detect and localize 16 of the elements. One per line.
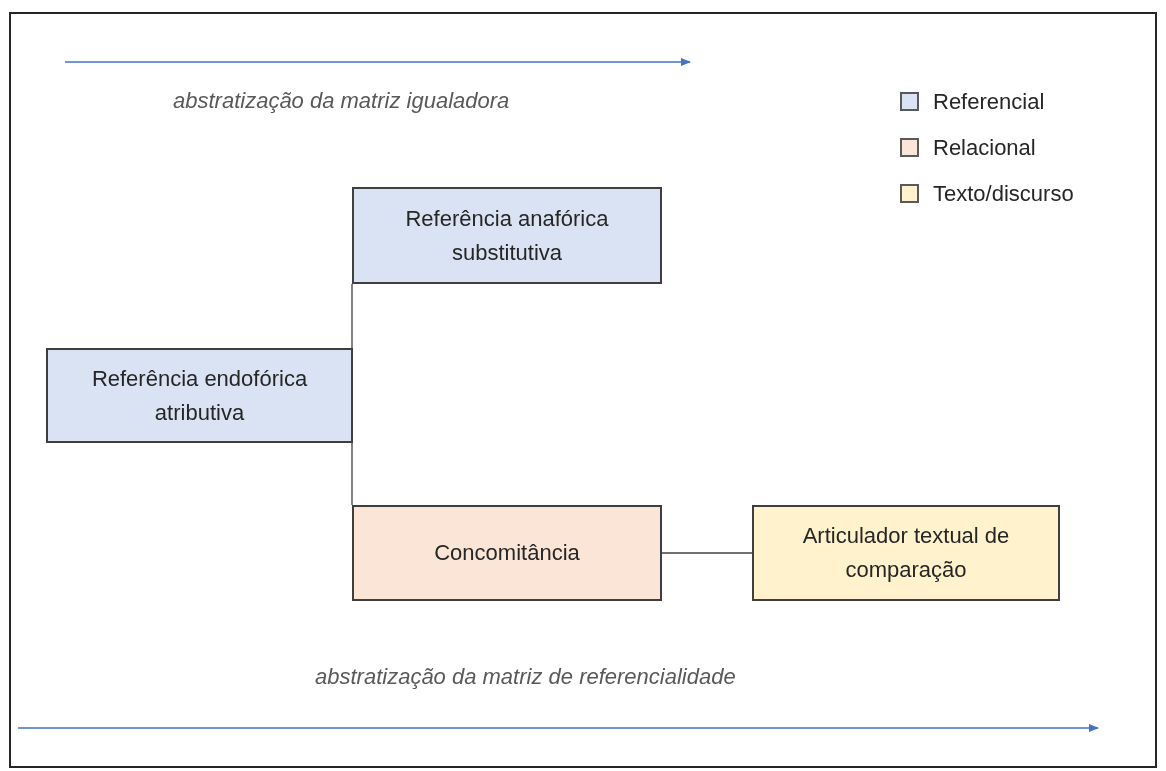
box-label: Articulador textual de comparação [801, 522, 1011, 584]
connector-line [351, 442, 353, 506]
legend-label: Texto/discurso [933, 179, 1074, 208]
box-label: Referência anafórica substitutiva [404, 204, 610, 267]
category-box [352, 187, 662, 284]
axis-caption: abstratização da matriz de referencialidade [315, 663, 736, 691]
box-label: Concomitância [434, 539, 580, 567]
legend-label: Relacional [933, 133, 1036, 162]
category-box [46, 348, 353, 443]
connector-line [661, 552, 753, 554]
box-label: Referência endofórica atributiva [90, 364, 309, 427]
category-box [752, 505, 1060, 601]
axis-caption: abstratização da matriz igualadora [173, 87, 510, 115]
legend-label: Referencial [933, 87, 1045, 116]
connector-line [351, 283, 353, 349]
category-box [352, 505, 662, 601]
